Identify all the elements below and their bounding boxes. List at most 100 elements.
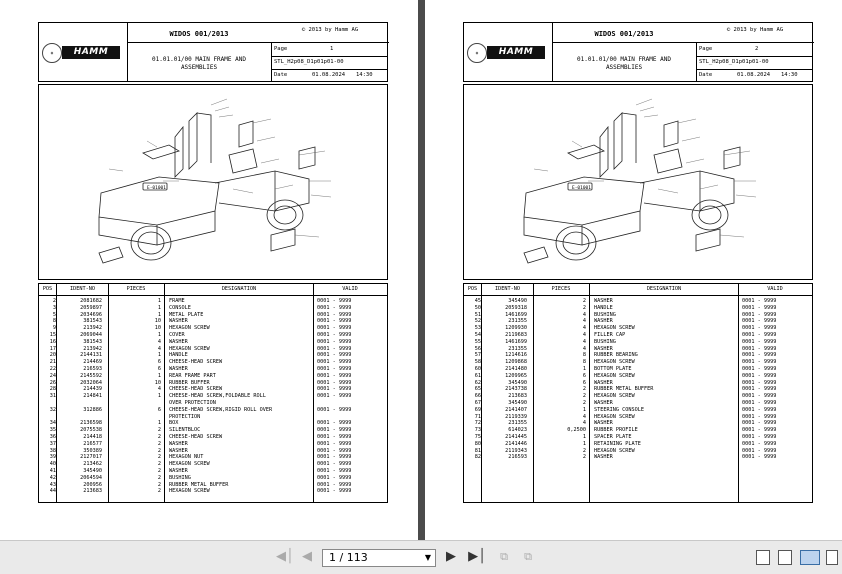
ident-cell: 231355 <box>508 420 527 427</box>
pos-cell: 60 <box>474 366 481 372</box>
page-label: Page <box>274 46 288 52</box>
meta-code-row: STL_H2p08_D1p01p01-00 <box>272 56 388 70</box>
designation-cell: CHEESE-HEAD SCREW <box>169 359 223 366</box>
valid-cell: 0001 - 9999 <box>317 366 352 372</box>
pos-cell: 72 <box>474 420 481 427</box>
pieces-cell: 2 <box>157 427 161 434</box>
designation-cell: WASHER <box>594 420 613 427</box>
pieces-cell: 2 <box>582 304 586 311</box>
chevron-down-icon[interactable]: ▼ <box>424 553 431 562</box>
valid-cell: 0001 - 9999 <box>742 434 777 440</box>
valid-cell: 0001 - 9999 <box>742 345 777 352</box>
pos-cell: 5 <box>52 311 56 318</box>
pos-cell: 58 <box>474 359 481 366</box>
ident-cell: 216577 <box>83 440 102 447</box>
pos-cell: 8 <box>52 318 56 325</box>
first-page-icon[interactable]: ◀│ <box>276 549 294 564</box>
back-view-icon[interactable]: ⧉ <box>500 550 508 563</box>
pos-cell: 41 <box>49 468 56 474</box>
designation-cell: CHEESE-HEAD SCREW <box>169 434 223 440</box>
drawing-ref-label: E-01001 <box>572 185 591 191</box>
single-page-view-icon[interactable] <box>756 550 770 565</box>
prev-page-icon[interactable]: ◀ <box>302 549 312 564</box>
designation-cell: STEERING CONSOLE <box>594 406 644 413</box>
ident-cell: 312886 <box>83 406 102 413</box>
pieces-cell: 10 <box>154 325 161 332</box>
valid-cell: 0001 - 9999 <box>317 440 352 447</box>
pos-cell: 37 <box>49 440 56 447</box>
pieces-cell: 4 <box>157 386 161 393</box>
ident-cell: 1209868 <box>505 359 527 366</box>
designation-cell: METAL PLATE <box>169 311 204 318</box>
pieces-cell: 6 <box>582 379 586 386</box>
valid-cell: 0001 - 9999 <box>742 352 777 359</box>
ident-cell: 216593 <box>83 366 102 372</box>
designation-cell: HEXAGON SCREW <box>169 461 210 468</box>
two-page-continuous-view-icon[interactable] <box>826 550 838 565</box>
ident-cell: 2141445 <box>505 434 527 440</box>
valid-cell: 0001 - 9999 <box>317 359 352 366</box>
ident-cell: 345490 <box>83 468 102 474</box>
valid-cell: 0001 - 9999 <box>742 325 777 332</box>
page-number-field[interactable]: 1 / 113 ▼ <box>322 549 436 567</box>
ident-cell: 2141407 <box>505 406 527 413</box>
continuous-view-icon[interactable] <box>778 550 792 565</box>
ident-cell: 200956 <box>83 481 102 488</box>
ident-cell: 216593 <box>508 454 527 461</box>
ident-cell: 345490 <box>508 298 527 304</box>
ident-cell: 214418 <box>83 434 102 440</box>
two-page-view-icon[interactable] <box>800 550 820 565</box>
designation-cell: HEXAGON SCREW <box>594 393 635 400</box>
valid-cell: 0001 - 9999 <box>317 434 352 440</box>
pieces-cell: 2 <box>157 447 161 454</box>
valid-cell: 0001 - 9999 <box>317 298 352 304</box>
designation-cell: WASHER <box>594 298 613 304</box>
designation-cell: BUSHING <box>169 474 191 481</box>
pos-cell: 40 <box>49 461 56 468</box>
ident-cell: 1209965 <box>505 372 527 379</box>
valid-cell: 0001 - 9999 <box>317 386 352 393</box>
last-page-icon[interactable]: ▶│ <box>468 549 486 564</box>
ident-cell: 2059897 <box>80 304 102 311</box>
copyright: © 2013 by Hamm AG <box>726 27 784 33</box>
designation-cell: COVER <box>169 332 185 338</box>
next-page-icon[interactable]: ▶ <box>446 549 456 564</box>
ident-cell: 213462 <box>83 461 102 468</box>
valid-cell: 0001 - 9999 <box>742 447 777 454</box>
pos-cell: 50 <box>474 304 481 311</box>
machine-drawing: E-01001 <box>98 98 332 264</box>
forward-view-icon[interactable]: ⧉ <box>524 550 532 563</box>
ident-cell: 213683 <box>83 488 102 495</box>
pieces-cell: 8 <box>582 359 586 366</box>
document-code: STL_H2p08_D1p01p01-00 <box>699 59 769 65</box>
designation-cell: CHEESE-HEAD SCREW,RIGID ROLL OVER <box>169 406 273 413</box>
designation-cell: RETAINING PLATE <box>594 440 641 447</box>
valid-cell: 0001 - 9999 <box>317 345 352 352</box>
designation-cell: HEXAGON SCREW <box>169 488 210 495</box>
ident-cell: 214469 <box>83 359 102 366</box>
pieces-cell: 2 <box>582 298 586 304</box>
designation-cell: RUBBER METAL BUFFER <box>169 481 229 488</box>
designation-cell: FRAME <box>169 298 185 304</box>
ident-cell: 1461699 <box>505 311 527 318</box>
time-value: 14:30 <box>356 72 373 78</box>
valid-cell: 0001 - 9999 <box>317 468 352 474</box>
valid-cell: 0001 - 9999 <box>317 488 352 495</box>
pos-cell: 9 <box>52 325 56 332</box>
